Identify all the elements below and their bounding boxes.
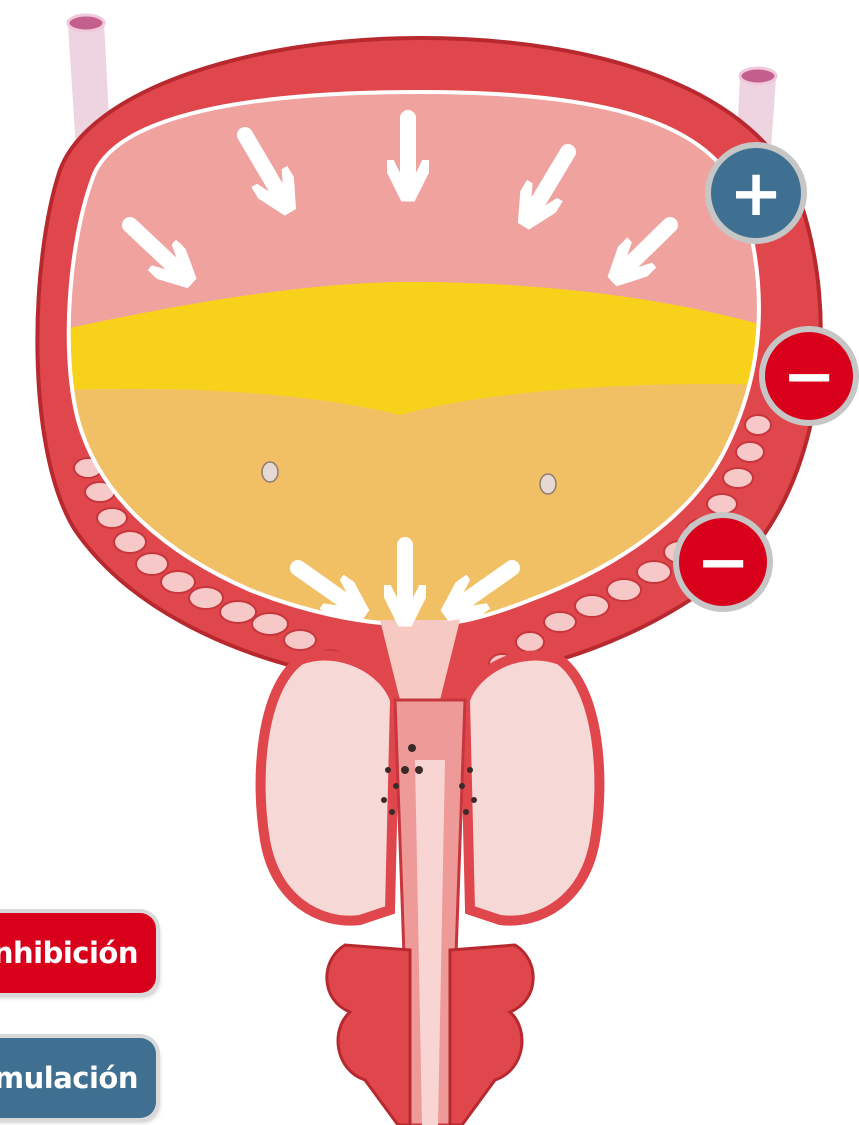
legend-inhibition: nhibición xyxy=(0,913,156,993)
minus-sign: − xyxy=(696,526,750,600)
inhibition-badge-lower: − xyxy=(676,515,770,609)
legend-inhibition-label: nhibición xyxy=(0,936,138,970)
left-ureteral-orifice xyxy=(262,462,278,482)
legend-stimulation-label: mulación xyxy=(0,1061,138,1095)
stimulation-badge: + xyxy=(708,145,804,241)
right-ureteral-orifice xyxy=(540,474,556,494)
minus-sign: − xyxy=(782,340,836,414)
inhibition-badge-upper: − xyxy=(762,329,856,423)
legend-stimulation: mulación xyxy=(0,1038,156,1118)
plus-sign: + xyxy=(729,157,783,231)
